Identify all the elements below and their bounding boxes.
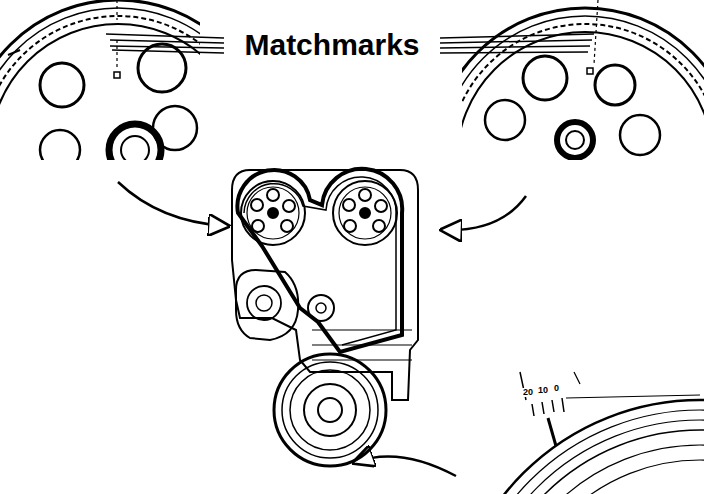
engine-front — [232, 169, 418, 466]
scale-number: 20 — [522, 388, 534, 397]
curved-arrow — [356, 456, 456, 476]
curved-arrow — [118, 182, 226, 226]
right-pulley-closeup — [462, 0, 704, 160]
curved-arrow — [444, 196, 526, 230]
scale-number: 10 — [537, 386, 549, 395]
left-pulley-closeup — [0, 0, 200, 160]
callout-label: Matchmarks — [244, 30, 419, 60]
scale-number: 0 — [553, 384, 560, 393]
leader-lines-left — [106, 34, 224, 53]
leader-lines-right — [440, 34, 594, 53]
crank-scale-closeup — [462, 372, 704, 494]
